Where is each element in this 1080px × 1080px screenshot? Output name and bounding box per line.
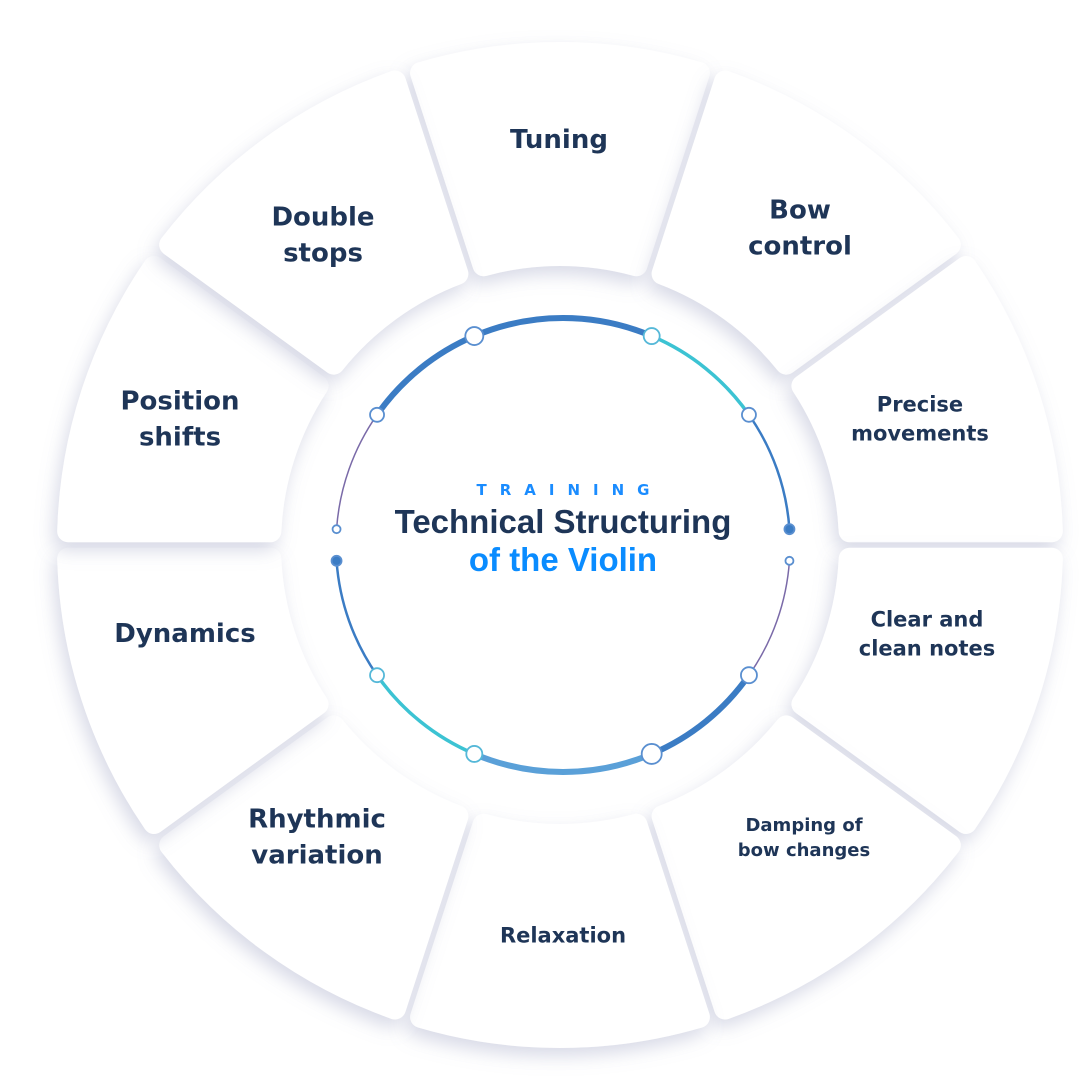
ring-arc [335, 414, 378, 530]
segment-label-damping: Damping of bow changes [737, 814, 871, 861]
ring-node-dot [331, 524, 342, 535]
kicker-label: TRAINING [476, 481, 663, 500]
ring-arc [375, 674, 475, 756]
ring-node-dot [740, 666, 758, 685]
wheel-segment [791, 256, 1063, 543]
ring-node-dot [369, 667, 385, 684]
wheel-segment [651, 70, 961, 375]
ring-node-dot [640, 743, 663, 765]
segment-label-precise-movements: Precise movements [851, 392, 989, 446]
ring-arc [651, 334, 751, 416]
wheel-segment [57, 256, 329, 543]
ring-node-dot [465, 745, 484, 763]
wheel-segment [159, 715, 469, 1020]
center-title-block: TRAINING Technical Structuring of the Vi… [353, 481, 773, 579]
ring-arc [374, 333, 476, 417]
center-disc [335, 317, 791, 773]
ring-node-dot [464, 326, 485, 346]
ring-node-dot [642, 327, 661, 345]
segment-label-clear-notes: Clear and clean notes [858, 607, 996, 661]
ring-arc [650, 673, 752, 757]
wheel-segment [410, 813, 710, 1048]
segment-label-tuning: Tuning [510, 124, 608, 155]
title-line-2: of the Violin [468, 541, 658, 578]
wheel-segment [651, 715, 961, 1020]
wheel-segment [410, 42, 710, 277]
ring-arc [473, 315, 653, 339]
wheel-segment [57, 547, 329, 834]
segment-label-double-stops: Double stops [271, 202, 375, 269]
ring-node-dot [784, 555, 795, 566]
ring-arc [473, 751, 653, 775]
ring-node-dot [741, 406, 757, 423]
ring-arc [747, 414, 791, 530]
segment-label-bow-control: Bow control [748, 195, 852, 262]
ring-node-dot [330, 554, 343, 567]
ring-arc [748, 560, 791, 676]
segment-label-rhythmic-variation: Rhythmic variation [248, 804, 386, 871]
segment-label-dynamics: Dynamics [114, 618, 256, 649]
title-line-1: Technical Structuring [394, 503, 732, 541]
wheel-segment [791, 547, 1063, 834]
segment-label-position-shifts: Position shifts [120, 386, 240, 453]
ring-node-dot [783, 523, 796, 536]
segment-label-relaxation: Relaxation [499, 923, 627, 948]
ring-node-dot [369, 406, 385, 423]
wheel-segment [159, 70, 469, 375]
ring-arc [335, 560, 379, 676]
